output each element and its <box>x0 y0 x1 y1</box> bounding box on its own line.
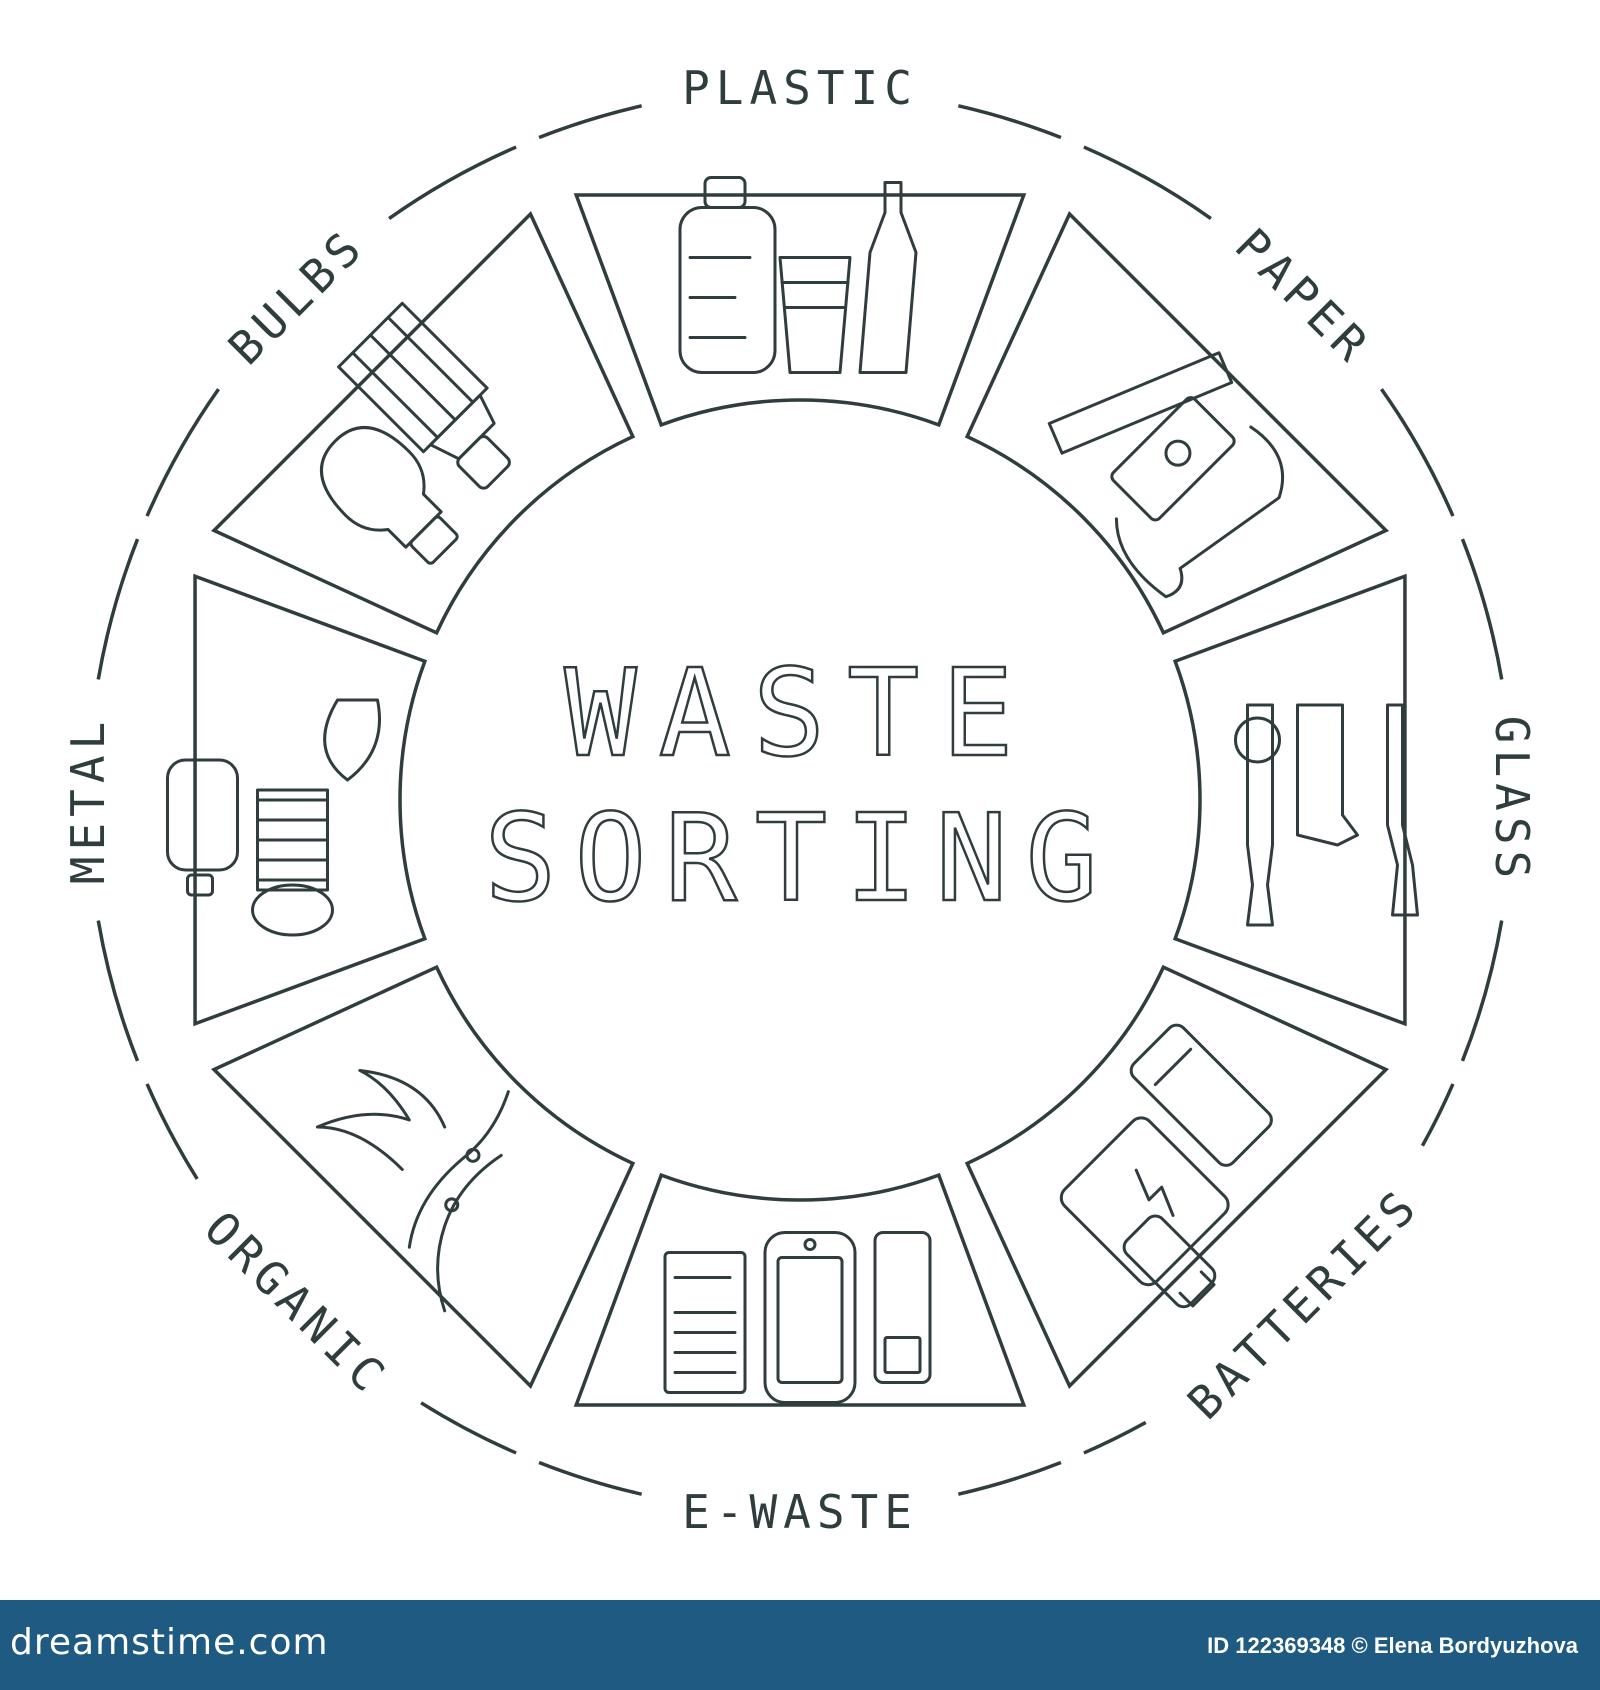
metal-cans-icon <box>166 698 381 937</box>
segment-ewaste <box>573 1172 1027 1407</box>
label-arc-glass-1 <box>1460 920 1504 1062</box>
label-paper: PAPER <box>1225 218 1382 375</box>
label-arc-bulbs-1 <box>388 145 517 220</box>
paper-roll-coffee-cup-icon <box>1047 351 1284 599</box>
light-bulbs-icon <box>320 301 511 565</box>
label-batteries: BATTERIES <box>1177 1177 1430 1430</box>
segment-plastic <box>573 193 1027 428</box>
label-metal: METAL <box>61 716 115 884</box>
label-bulbs: BULBS <box>218 218 375 375</box>
segment-organic <box>210 964 636 1390</box>
label-arc-organic-1 <box>145 1083 199 1180</box>
label-arc-plastic-1 <box>957 104 1062 140</box>
label-glass: GLASS <box>1485 716 1539 884</box>
title-line-2: SORTING <box>484 790 1116 929</box>
label-arc-batteries-0 <box>1420 1083 1455 1147</box>
label-arc-plastic-0 <box>538 104 643 140</box>
segment-batteries <box>964 964 1390 1390</box>
batteries-icon <box>1059 1023 1273 1309</box>
segment-paper <box>964 210 1390 636</box>
footer-bar: dreamstime.com ID 122369348 © Elena Bord… <box>0 1600 1600 1690</box>
segment-icons <box>166 176 1419 1404</box>
segment-bulbs <box>210 210 636 636</box>
segment-metal <box>193 573 428 1027</box>
plastic-bottles-cup-icon <box>678 176 918 374</box>
segments <box>193 193 1407 1407</box>
segment-glass <box>1172 573 1407 1027</box>
label-arc-paper-1 <box>1380 388 1455 517</box>
food-scraps-icon <box>315 1068 510 1313</box>
label-arc-organic-0 <box>420 1401 517 1455</box>
label-arc-ewaste-0 <box>957 1460 1062 1496</box>
label-arc-metal-1 <box>96 538 140 680</box>
title-line-1: WASTE <box>564 645 1035 784</box>
label-organic: ORGANIC <box>194 1201 399 1406</box>
label-arc-batteries-1 <box>1083 1420 1147 1455</box>
broken-glass-bottles-icon <box>1234 703 1419 927</box>
label-arc-metal-0 <box>96 920 140 1062</box>
label-ewaste: E-WASTE <box>682 1485 918 1539</box>
phone-keyboard-remote-icon <box>663 1231 932 1404</box>
label-arc-bulbs-0 <box>145 388 220 517</box>
image-credit: ID 122369348 © Elena Bordyuzhova <box>1207 1633 1578 1658</box>
label-plastic: PLASTIC <box>682 61 918 115</box>
waste-sorting-diagram: PLASTIC PAPER GLASS BATTERIES E-WASTE ORGANIC… <box>61 61 1539 1539</box>
label-arc-ewaste-1 <box>538 1460 643 1496</box>
label-arc-glass-0 <box>1460 538 1504 680</box>
brand-logo-text[interactable]: dreamstime.com <box>10 1622 329 1663</box>
label-arc-paper-0 <box>1083 145 1212 220</box>
